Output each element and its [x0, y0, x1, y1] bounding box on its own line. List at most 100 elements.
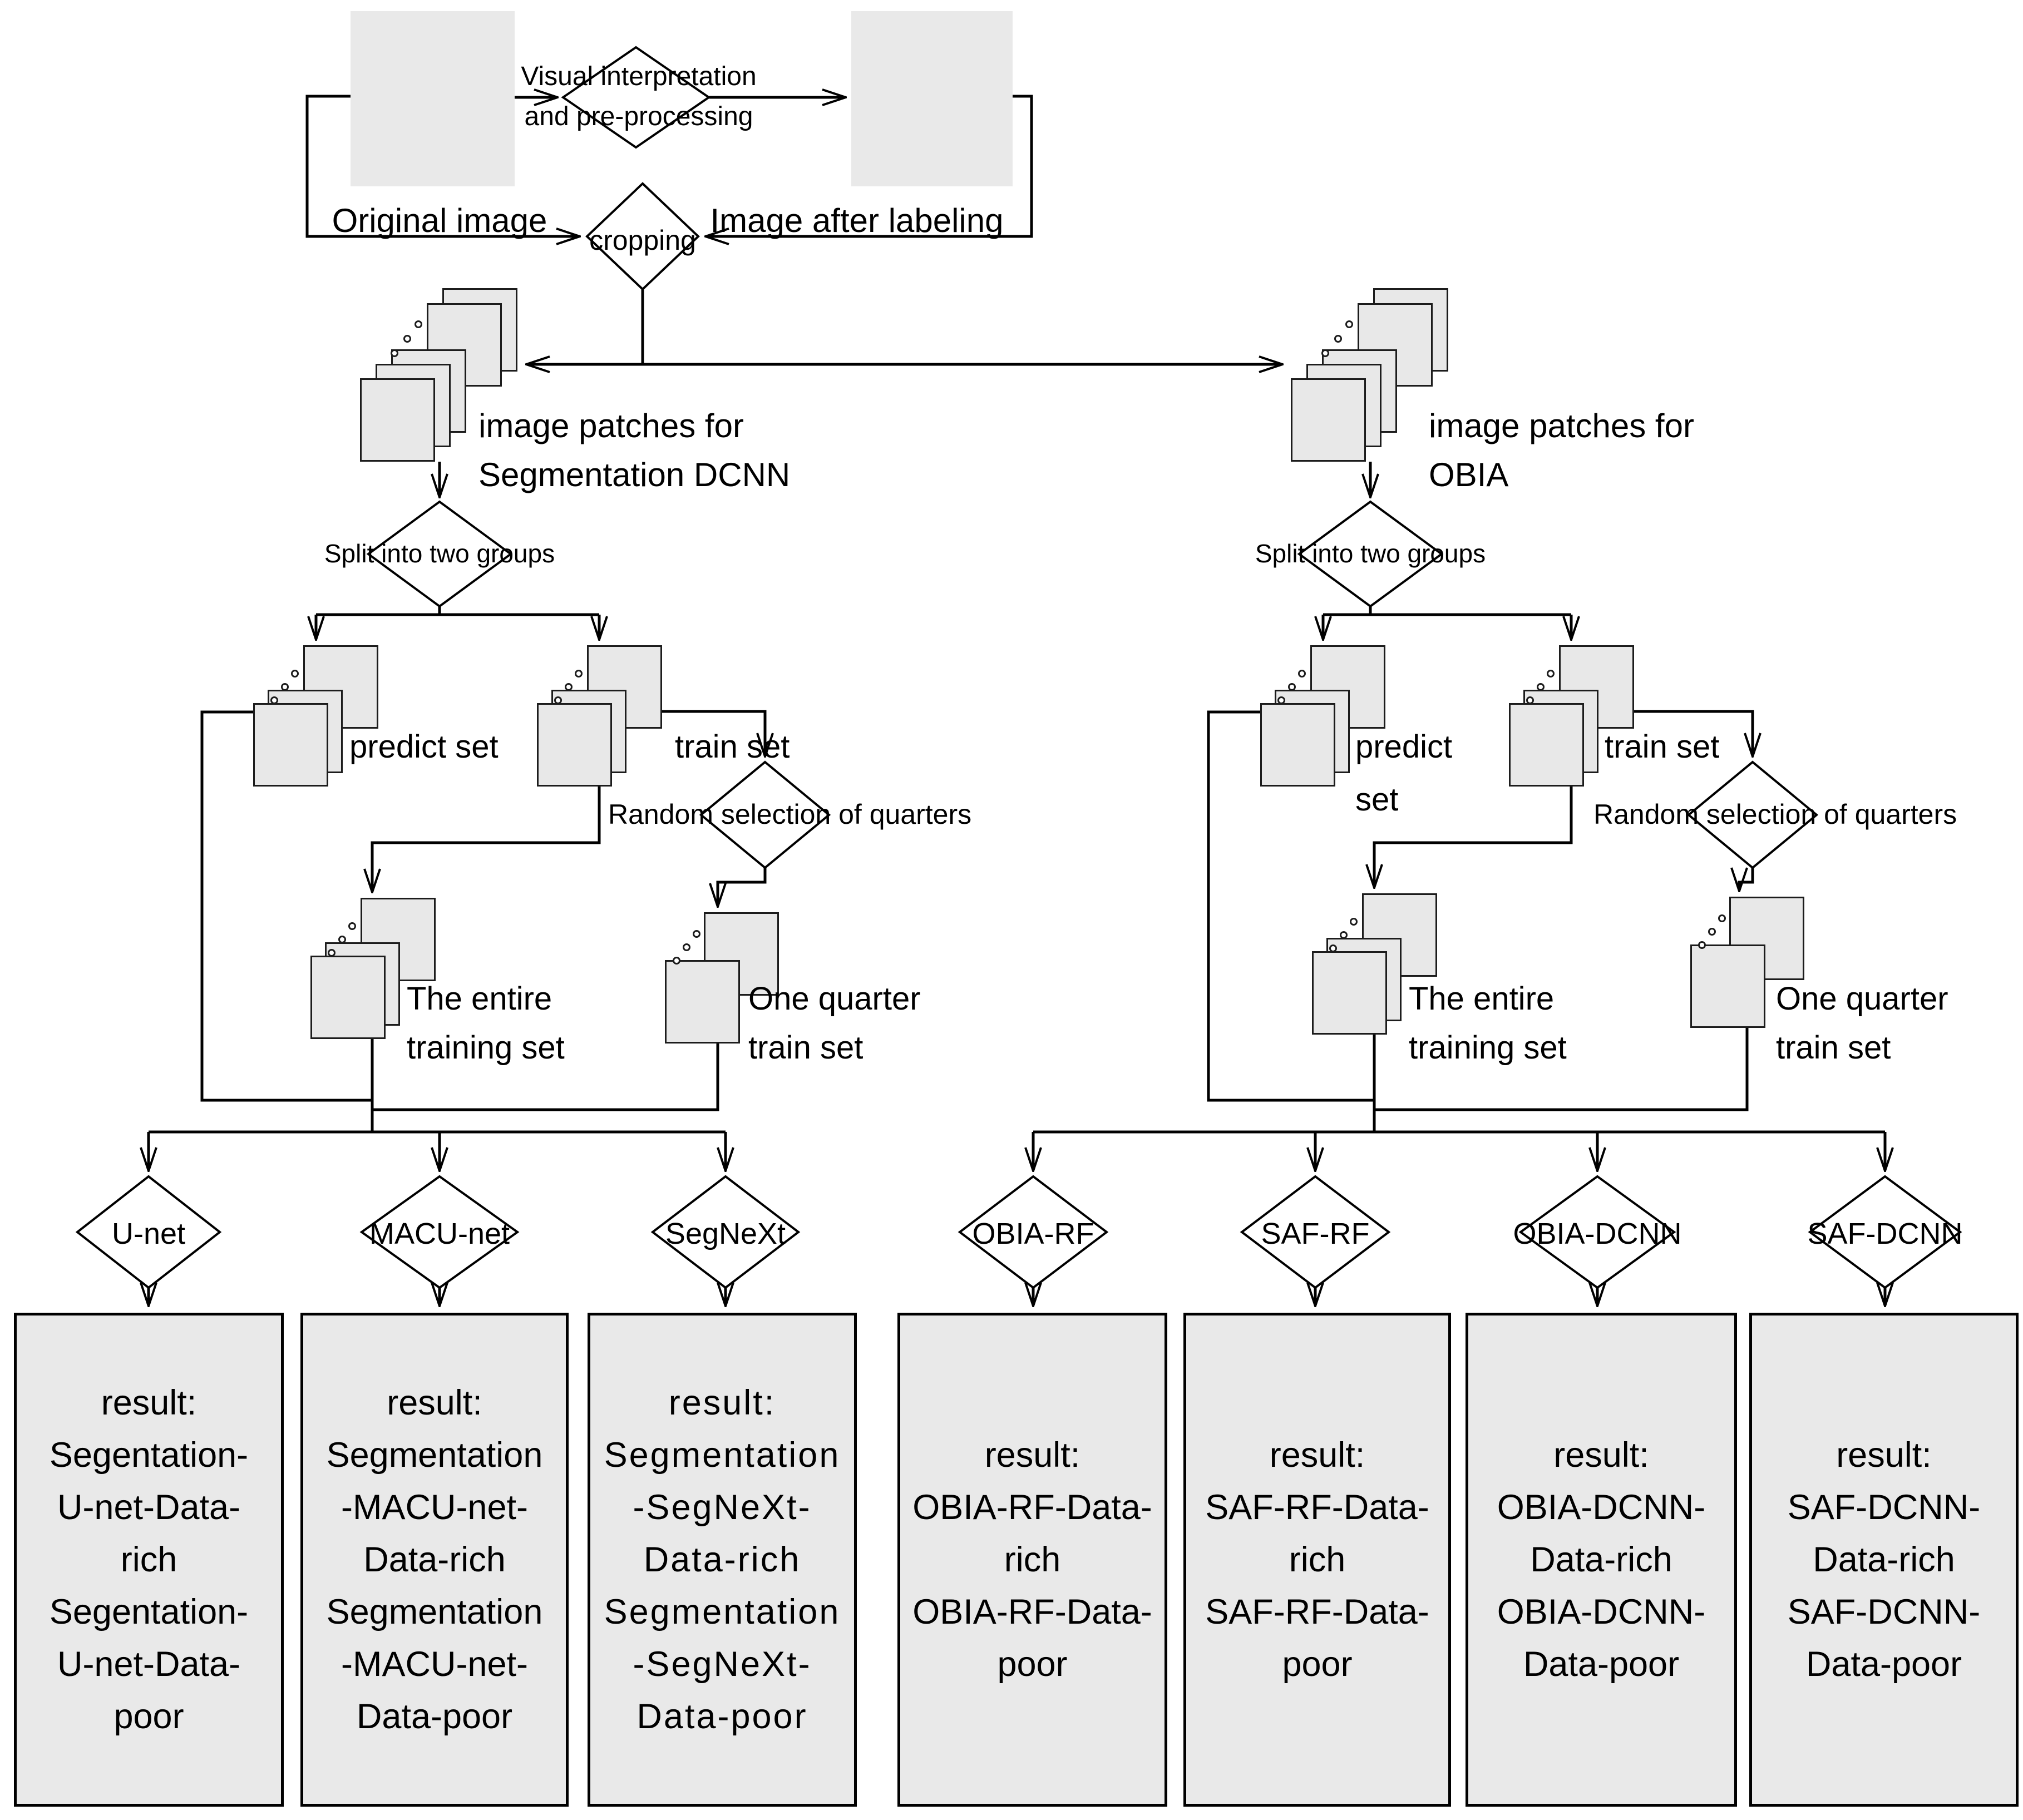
entire-training-obia-label: The entire training set	[1409, 981, 1567, 1066]
entire-training-obia-stack-icon	[1312, 893, 1437, 1035]
more-dots-icon	[1718, 914, 1726, 922]
patches-dcnn-label: image patches for Segmentation DCNN	[478, 407, 791, 493]
train-set-obia-label: train set	[1605, 729, 1720, 765]
result-box-segnext: result: Segmentation -SegNeXt- Data-rich…	[588, 1313, 857, 1807]
saf-dcnn-label: SAF-DCNN	[1807, 1217, 1963, 1250]
segnext-label: SegNeXt	[665, 1217, 786, 1250]
arrow-line	[707, 95, 1033, 236]
result-text: result: SAF-RF-Data- rich SAF-RF-Data- p…	[1205, 1436, 1429, 1684]
image-sheet	[1291, 378, 1366, 462]
arrow-line	[1739, 868, 1754, 890]
more-dots-icon	[673, 957, 680, 965]
more-dots-icon	[1298, 670, 1306, 677]
image-sheet	[537, 703, 612, 787]
entire-training-dcnn-stack-icon	[310, 898, 436, 1039]
arrow-line	[718, 868, 767, 906]
predict-set-dcnn-label: predict set	[349, 729, 499, 765]
more-dots-icon	[1334, 335, 1342, 343]
result-box-u-net: result: Segentation- U-net-Data- rich Se…	[14, 1313, 284, 1807]
more-dots-icon	[575, 670, 583, 677]
more-dots-icon	[565, 683, 573, 691]
more-dots-icon	[281, 683, 289, 691]
train-set-dcnn-stack-icon	[537, 645, 662, 787]
labeled-image-thumbnail	[851, 11, 1013, 186]
image-sheet	[253, 703, 328, 787]
saf-rf-label: SAF-RF	[1261, 1217, 1370, 1250]
arrow-line	[305, 95, 579, 236]
more-dots-icon	[338, 936, 346, 943]
random-selection-dcnn-diamond	[699, 760, 831, 869]
result-text: result: Segentation- U-net-Data- rich Se…	[49, 1383, 249, 1736]
patches-dcnn-stack-icon	[359, 288, 517, 462]
quarter-train-obia-label: One quarter train set	[1776, 981, 1948, 1066]
image-sheet	[1690, 944, 1765, 1028]
patches-obia-stack-icon	[1290, 288, 1448, 462]
more-dots-icon	[291, 670, 299, 677]
split-dcnn-diamond	[366, 500, 513, 608]
arrow-line	[1374, 787, 1573, 887]
result-text: result: Segmentation -SegNeXt- Data-rich…	[604, 1383, 841, 1736]
macu-net-diamond	[359, 1175, 520, 1289]
obia-dcnn-label: OBIA-DCNN	[1513, 1217, 1682, 1250]
train-set-dcnn-label: train set	[675, 729, 790, 765]
more-dots-icon	[1350, 918, 1358, 926]
predict-set-obia-label: predict set	[1355, 729, 1453, 818]
image-sheet	[1260, 703, 1335, 787]
more-dots-icon	[1329, 944, 1337, 952]
u-net-label: U-net	[111, 1217, 186, 1250]
result-text: result: Segmentation -MACU-net- Data-ric…	[326, 1383, 543, 1736]
more-dots-icon	[391, 349, 398, 357]
connector-lines	[149, 96, 1885, 1305]
random-selection-obia-label: Random selection of quarters	[1593, 799, 1957, 830]
entire-training-dcnn-label: The entire training set	[407, 981, 565, 1066]
result-text: result: OBIA-DCNN- Data-rich OBIA-DCNN- …	[1497, 1436, 1706, 1684]
image-sheet	[1312, 951, 1387, 1035]
original-image-label: Original image	[332, 202, 547, 239]
more-dots-icon	[683, 943, 690, 951]
result-box-obia-dcnn: result: OBIA-DCNN- Data-rich OBIA-DCNN- …	[1466, 1313, 1737, 1807]
quarter-train-obia-stack-icon	[1690, 897, 1804, 1028]
quarter-train-dcnn-label: One quarter train set	[748, 981, 921, 1066]
more-dots-icon	[270, 696, 278, 704]
more-dots-icon	[1340, 931, 1348, 939]
arrow-line	[662, 710, 765, 755]
more-dots-icon	[693, 930, 700, 938]
obia-dcnn-diamond	[1518, 1175, 1676, 1289]
split-obia-diamond	[1297, 500, 1444, 608]
quarter-train-dcnn-stack-icon	[665, 912, 779, 1043]
result-text: result: SAF-DCNN- Data-rich SAF-DCNN- Da…	[1787, 1436, 1981, 1684]
visual-interpretation-diamond	[561, 46, 711, 149]
result-text: result: OBIA-RF-Data- rich OBIA-RF-Data-…	[912, 1436, 1152, 1684]
more-dots-icon	[1321, 349, 1329, 357]
more-dots-icon	[1547, 670, 1555, 677]
cropping-diamond	[585, 182, 700, 291]
more-dots-icon	[1345, 320, 1353, 328]
more-dots-icon	[554, 696, 562, 704]
more-dots-icon	[1277, 696, 1285, 704]
image-after-labeling-label: Image after labeling	[710, 202, 1004, 239]
saf-dcnn-diamond	[1808, 1175, 1962, 1289]
result-box-macu-net: result: Segmentation -MACU-net- Data-ric…	[300, 1313, 569, 1807]
original-image-thumbnail	[351, 11, 515, 186]
result-box-saf-rf: result: SAF-RF-Data- rich SAF-RF-Data- p…	[1183, 1313, 1451, 1807]
segnext-diamond	[650, 1175, 801, 1289]
patches-obia-label: image patches for OBIA	[1429, 407, 1694, 493]
more-dots-icon	[415, 320, 422, 328]
visual-interpretation-label: Visual interpretation and pre-processing	[521, 62, 757, 131]
split-dcnn-label: Split into two groups	[324, 539, 555, 568]
random-selection-obia-diamond	[1686, 760, 1819, 869]
obia-rf-label: OBIA-RF	[972, 1217, 1094, 1250]
train-set-obia-stack-icon	[1509, 645, 1634, 787]
more-dots-icon	[1708, 928, 1716, 936]
more-dots-icon	[1526, 696, 1534, 704]
decision-diamonds	[75, 46, 1962, 1289]
random-selection-dcnn-label: Random selection of quarters	[608, 799, 972, 830]
split-obia-label: Split into two groups	[1255, 539, 1486, 568]
more-dots-icon	[328, 949, 335, 957]
u-net-diamond	[75, 1175, 222, 1289]
image-sheet	[1509, 703, 1584, 787]
result-box-obia-rf: result: OBIA-RF-Data- rich OBIA-RF-Data-…	[897, 1313, 1167, 1807]
obia-rf-diamond	[958, 1175, 1109, 1289]
